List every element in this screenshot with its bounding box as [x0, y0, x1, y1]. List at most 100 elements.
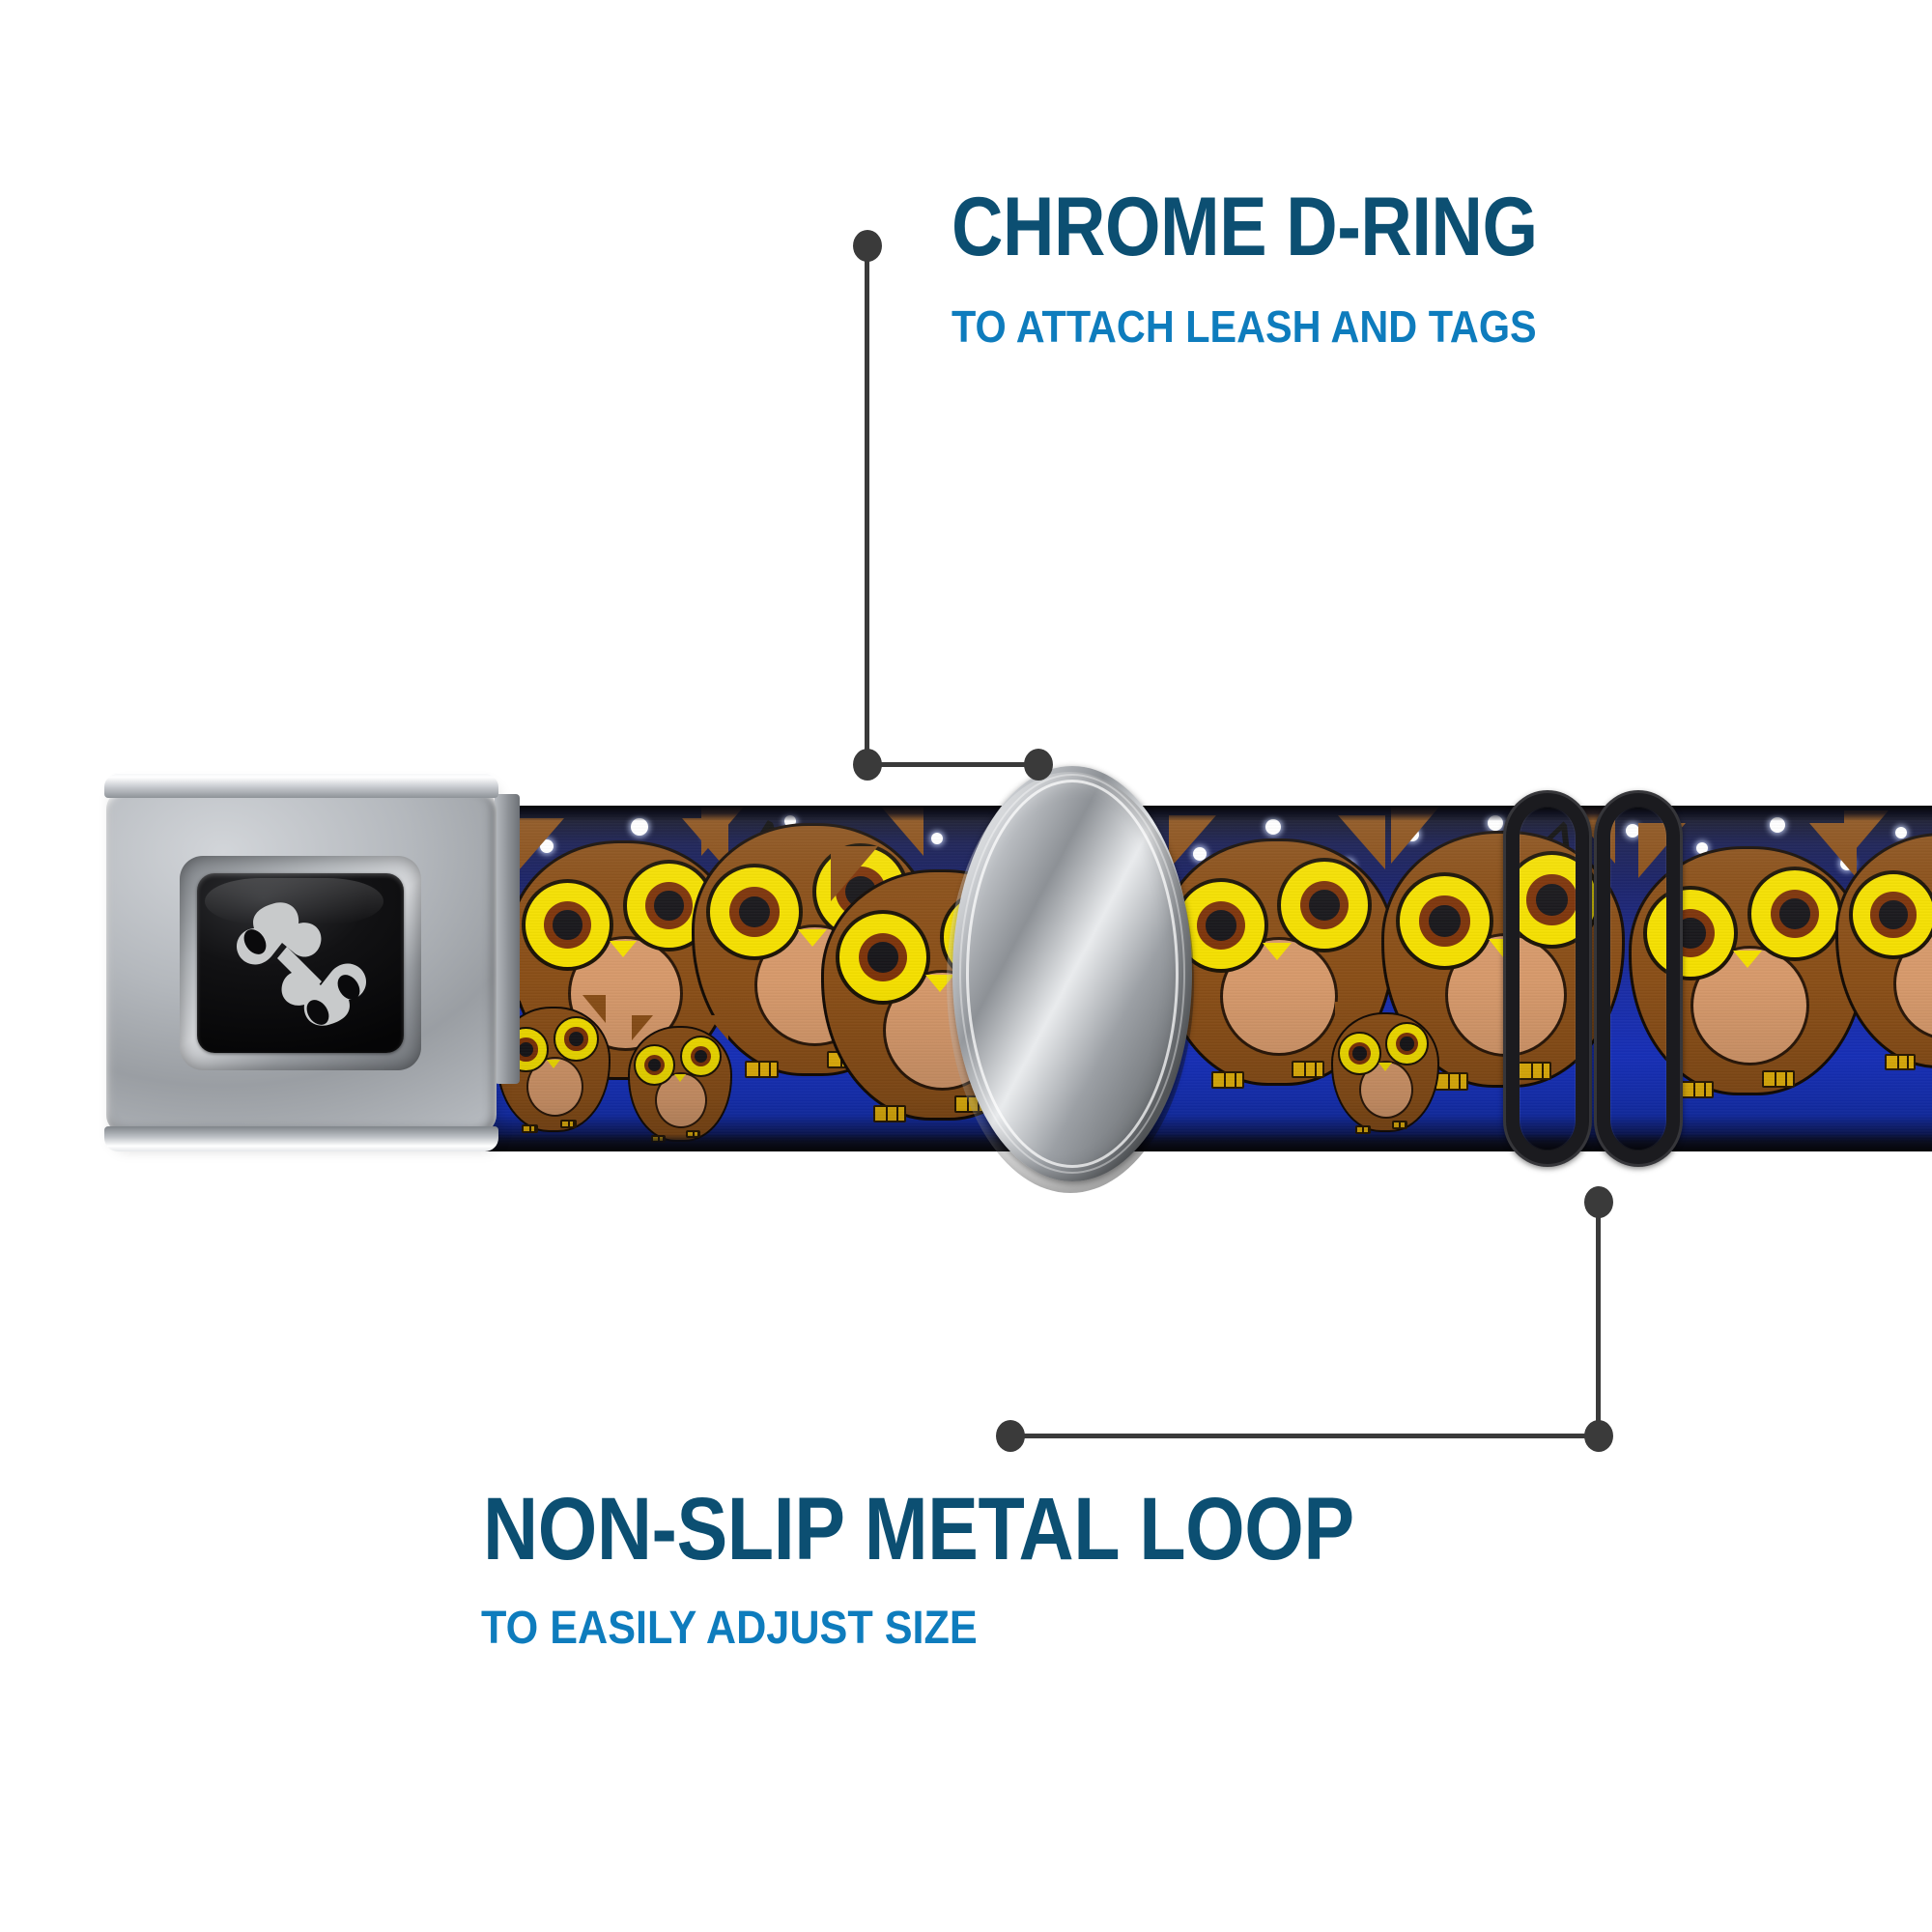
- chrome-d-ring-title: CHROME D-RING: [952, 181, 1538, 273]
- owl-eye-left: [836, 910, 930, 1005]
- owl-eye-right: [680, 1036, 722, 1077]
- owl-beak: [1378, 1063, 1392, 1071]
- bottom-callout-vertical-line: [1596, 1202, 1601, 1441]
- owl-foot: [1292, 1061, 1324, 1078]
- owl-eye-right: [1277, 858, 1372, 952]
- bottom-callout-horizontal-line: [1010, 1434, 1600, 1438]
- owl-foot: [873, 1105, 906, 1122]
- bottom-callout-corner-dot: [1584, 1420, 1613, 1452]
- owl-beak: [1263, 943, 1292, 960]
- owl-pupil: [1879, 900, 1908, 929]
- non-slip-metal-loop[interactable]: [1503, 790, 1692, 1167]
- owl: [628, 1015, 732, 1143]
- bottom-callout-target-dot: [1584, 1186, 1613, 1218]
- owl-eye-left: [1396, 872, 1493, 970]
- owl-foot: [1392, 1121, 1407, 1129]
- owl-eye-left: [522, 879, 613, 971]
- buckle-bottom-lip: [104, 1126, 498, 1151]
- owl-iris: [1870, 892, 1917, 938]
- chrome-d-ring-subtitle: TO ATTACH LEASH AND TAGS: [952, 301, 1537, 352]
- owl-eye-left: [1849, 870, 1932, 959]
- owl-beak: [674, 1074, 686, 1082]
- buckle-release-button[interactable]: [197, 873, 404, 1053]
- star: [931, 833, 943, 844]
- owl-iris: [1526, 874, 1577, 925]
- owl-pupil: [519, 1042, 533, 1057]
- owl-pupil: [739, 896, 770, 927]
- bottom-callout-anchor-dot: [996, 1420, 1025, 1452]
- owl-iris: [729, 887, 780, 937]
- owl-pupil: [569, 1032, 583, 1046]
- owl-eye-left: [634, 1044, 675, 1086]
- owl-pupil: [1352, 1046, 1367, 1061]
- metal-loop-left-bar: [1503, 790, 1592, 1167]
- owl: [1331, 1002, 1439, 1134]
- owl-pupil: [1536, 884, 1568, 916]
- owl-foot: [560, 1120, 577, 1128]
- top-callout-corner-dot: [853, 749, 882, 781]
- d-ring-highlight-outer: [959, 774, 1185, 1174]
- dog-collar-strap: [483, 806, 1932, 1151]
- owl-iris: [643, 1054, 666, 1076]
- owl: [821, 846, 1059, 1122]
- owl-eye-right: [554, 1016, 599, 1062]
- star: [1265, 819, 1281, 835]
- star: [1770, 817, 1785, 833]
- owl-iris: [858, 932, 908, 982]
- non-slip-metal-loop-title: NON-SLIP METAL LOOP: [483, 1480, 1354, 1578]
- owl-ear-right: [1414, 1002, 1435, 1028]
- top-callout-anchor-dot: [853, 230, 882, 262]
- owl-iris: [544, 901, 591, 949]
- top-callout-target-dot: [1024, 749, 1053, 781]
- owl-beak: [610, 941, 637, 957]
- buckle-tongue: [495, 794, 520, 1084]
- owl-pupil: [1309, 890, 1340, 921]
- owl-ear-left: [632, 1015, 653, 1040]
- owl-foot: [1355, 1125, 1371, 1134]
- owl-iris: [1419, 895, 1470, 947]
- owl-foot: [1435, 1072, 1468, 1091]
- owl-pupil: [1429, 905, 1461, 937]
- top-callout-horizontal-line: [867, 762, 1050, 767]
- owl-iris: [1299, 880, 1350, 930]
- owl-eye-left: [706, 864, 803, 960]
- owl-pupil: [647, 1058, 662, 1072]
- owl-iris: [645, 882, 693, 929]
- owl-beak: [1733, 951, 1762, 968]
- owl-pupil: [553, 910, 582, 940]
- owl-eye-right: [1747, 867, 1842, 961]
- owl-beak: [925, 975, 954, 992]
- chrome-d-ring[interactable]: [952, 766, 1192, 1181]
- owl-iris: [1196, 900, 1246, 951]
- strap-edge-top: [483, 806, 1932, 821]
- owl-pupil: [654, 891, 684, 921]
- owl: [1835, 810, 1932, 1070]
- owl-pupil: [1206, 910, 1236, 941]
- owl-iris: [564, 1027, 588, 1051]
- owl-foot: [1762, 1070, 1795, 1088]
- top-callout-vertical-line: [865, 245, 869, 767]
- owl-foot: [522, 1124, 538, 1133]
- owl-iris: [1349, 1042, 1371, 1065]
- dog-bone-icon: [229, 898, 374, 1030]
- owl-foot: [1211, 1071, 1244, 1089]
- owl-eye-right: [1385, 1022, 1429, 1065]
- seatbelt-buckle[interactable]: [104, 773, 520, 1151]
- buckle-top-lip: [104, 773, 498, 798]
- owl-iris: [1396, 1033, 1418, 1055]
- owl-ear-right: [707, 1015, 728, 1040]
- owl-foot: [745, 1061, 779, 1078]
- owl-beak: [547, 1060, 560, 1068]
- owl-foot: [1518, 1062, 1551, 1080]
- owl-foot: [1885, 1054, 1916, 1070]
- star: [1895, 827, 1907, 838]
- non-slip-metal-loop-subtitle: TO EASILY ADJUST SIZE: [481, 1603, 978, 1654]
- owl-beak: [798, 929, 827, 947]
- owl-pupil: [1400, 1037, 1414, 1051]
- owl-iris: [690, 1045, 712, 1067]
- owl-pupil: [867, 942, 898, 973]
- strap-edge-bottom: [483, 1134, 1932, 1151]
- owl-pupil: [1779, 898, 1810, 929]
- owl-ear-left: [1335, 1002, 1356, 1028]
